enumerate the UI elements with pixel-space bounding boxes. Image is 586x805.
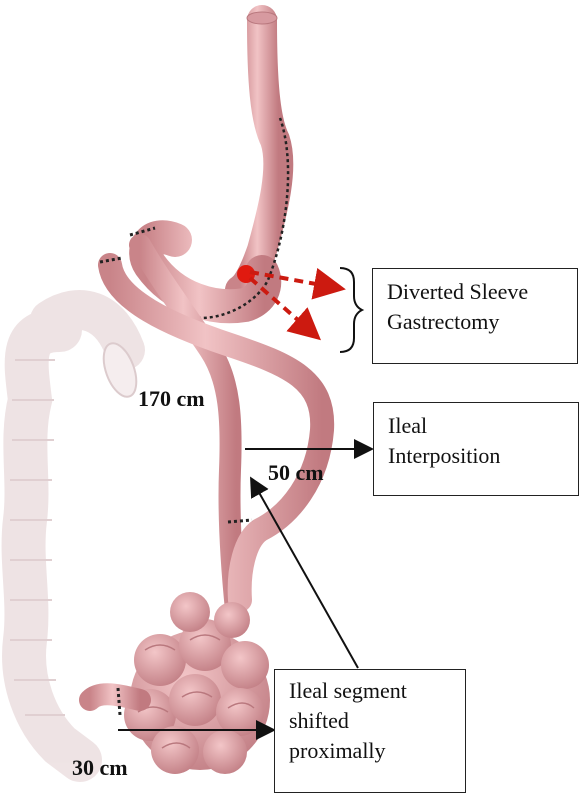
label-ileal-interposition: Ileal Interposition <box>373 402 579 496</box>
measurement-170cm: 170 cm <box>138 386 205 412</box>
curly-brace <box>340 268 362 352</box>
label-line: Interposition <box>388 441 564 471</box>
label-line: Ileal <box>388 411 564 441</box>
measurement-30cm: 30 cm <box>72 755 128 781</box>
measurement-50cm: 50 cm <box>268 460 324 486</box>
esophagus <box>240 12 278 290</box>
label-line: shifted <box>289 706 451 736</box>
label-line: proximally <box>289 736 451 766</box>
label-line: Ileal segment <box>289 676 451 706</box>
label-line: Gastrectomy <box>387 307 563 337</box>
label-ileal-segment: Ileal segment shifted proximally <box>274 669 466 793</box>
label-diverted-sleeve: Diverted Sleeve Gastrectomy <box>372 268 578 364</box>
segment-arrow-up <box>252 480 358 668</box>
small-intestine-coils <box>124 592 270 774</box>
label-line: Diverted Sleeve <box>387 277 563 307</box>
